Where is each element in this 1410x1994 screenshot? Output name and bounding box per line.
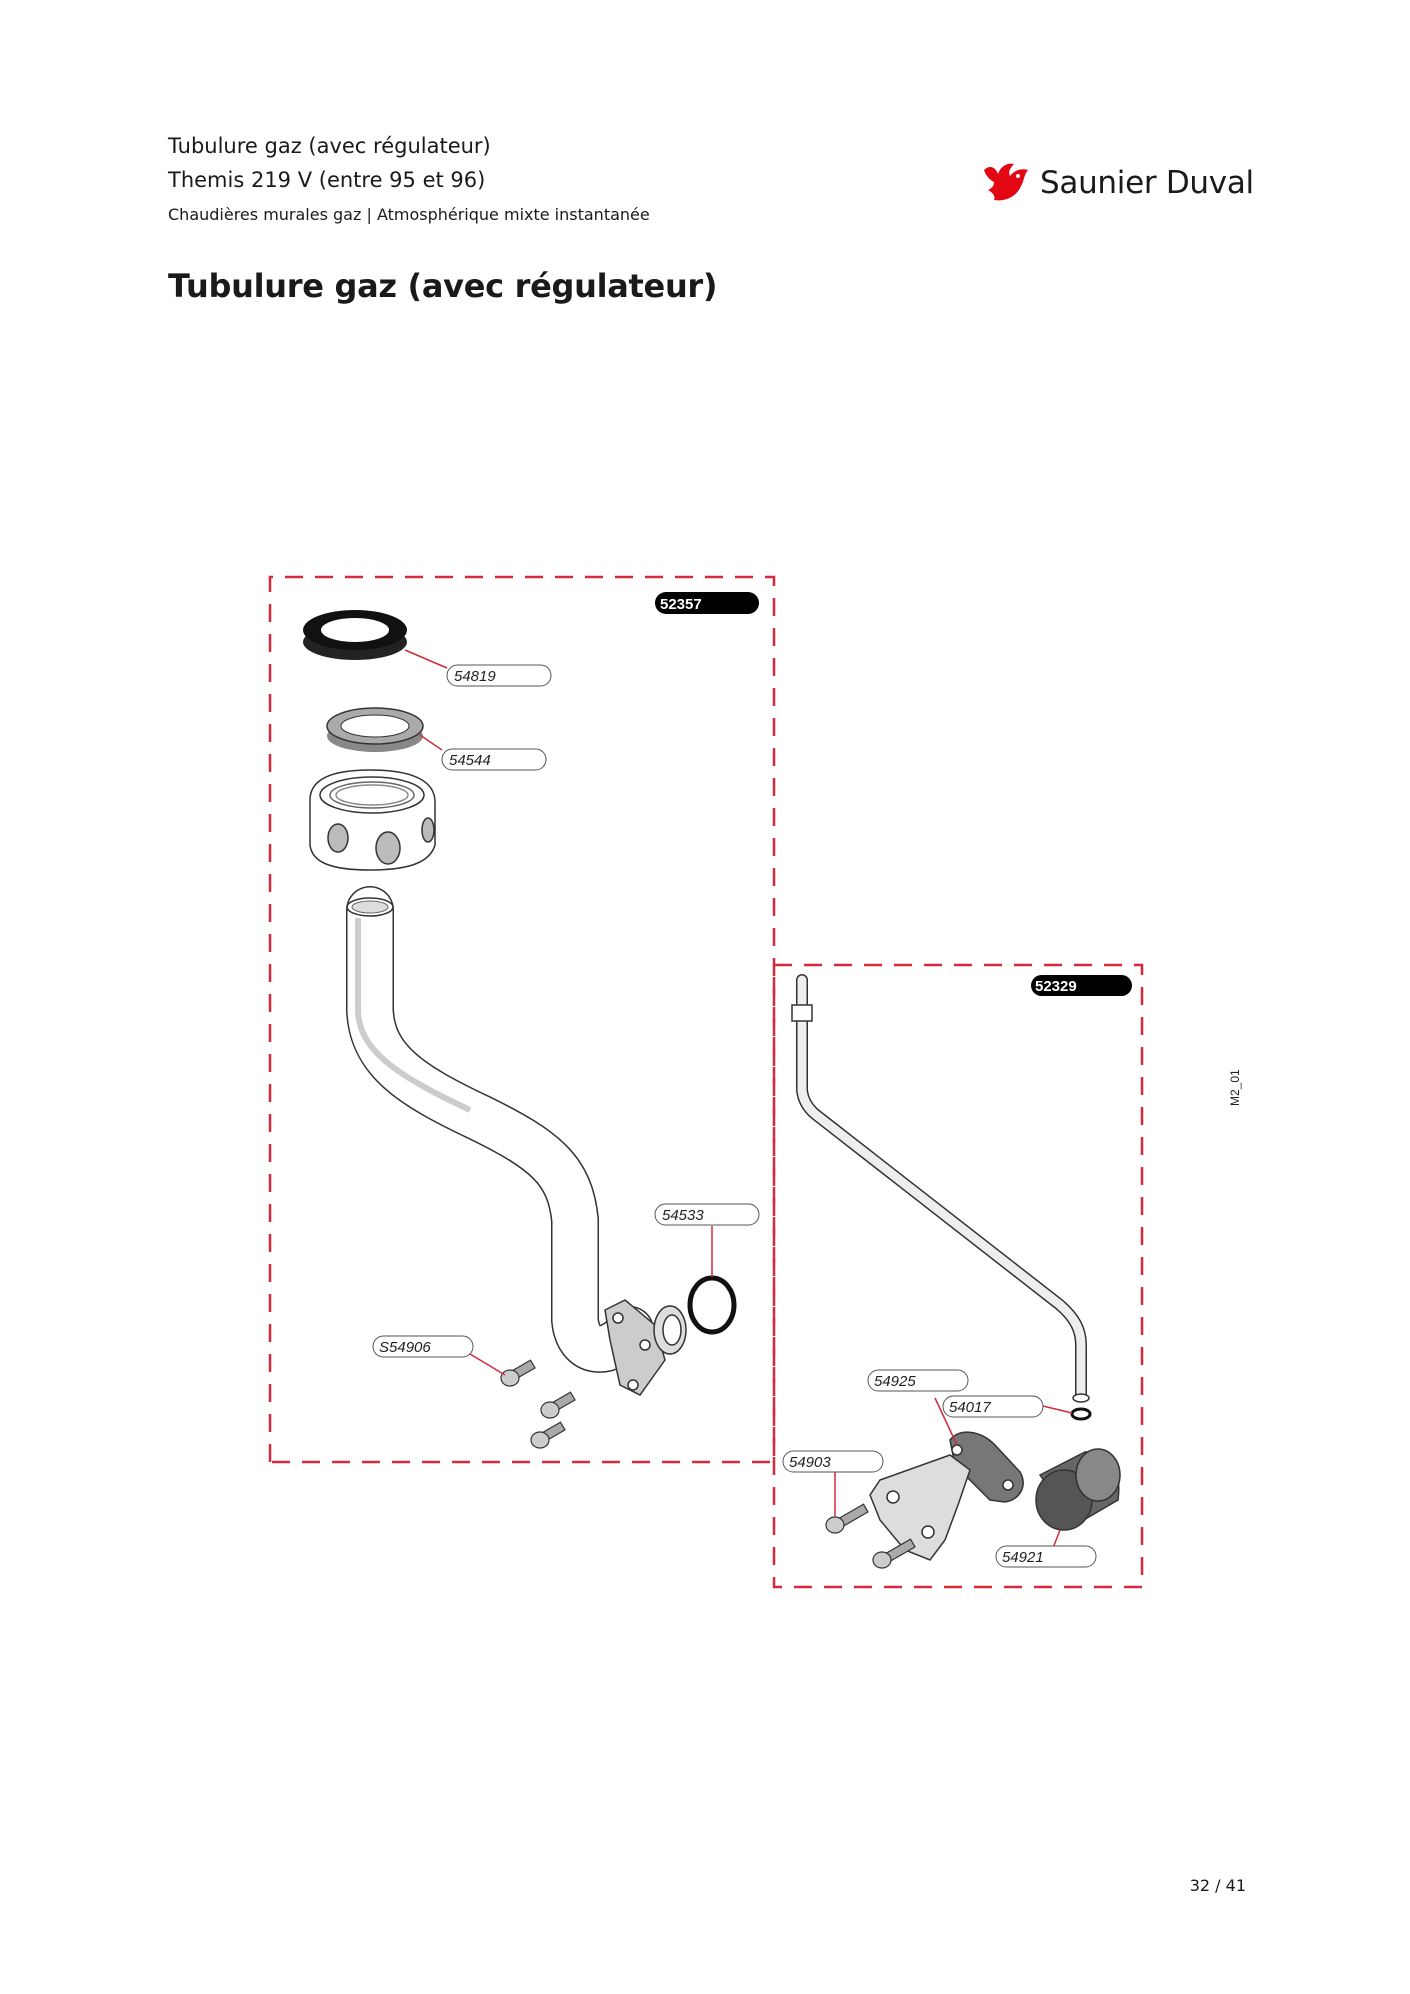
kit-52329-boundary [772,963,1144,1589]
svg-text:54017: 54017 [949,1399,991,1416]
page-title: Tubulure gaz (avec régulateur) [168,267,718,305]
part-label-54533: 54533 [654,1203,760,1226]
bird-icon [984,163,1028,201]
header-category: Chaudières murales gaz | Atmosphérique m… [168,205,650,224]
part-label-54903: 54903 [782,1450,884,1473]
svg-text:S54906: S54906 [379,1339,431,1356]
header-section-title: Tubulure gaz (avec régulateur) [168,134,491,158]
gasket-ring-54544 [326,707,424,752]
part-label-54921: 54921 [995,1545,1097,1568]
screw-54903 [825,1503,916,1569]
svg-text:54925: 54925 [874,1373,916,1390]
screw-s54906 [500,1359,576,1449]
page-number: 32 / 41 [1189,1876,1246,1895]
svg-text:54819: 54819 [454,668,496,685]
brand-logo: Saunier Duval [980,158,1254,208]
part-label-s54906: S54906 [372,1335,474,1358]
gas-pipe [346,886,654,1373]
svg-text:52329: 52329 [1035,978,1077,995]
gasket-ring-54819 [303,610,407,660]
pilot-tube [791,974,1090,1403]
svg-text:54544: 54544 [449,752,491,769]
cylinder-cap-54921 [1035,1448,1121,1531]
brand-name: Saunier Duval [1040,165,1254,201]
svg-text:54903: 54903 [789,1454,831,1471]
part-label-54544: 54544 [441,748,547,771]
union-nut [309,769,436,871]
svg-text:54533: 54533 [662,1207,704,1224]
part-label-54925: 54925 [867,1369,969,1392]
header-product-name: Themis 219 V (entre 95 et 96) [168,168,486,192]
part-label-54819: 54819 [446,664,552,687]
o-ring-54017 [1070,1407,1092,1421]
kit-tag-52329: 52329 [1031,975,1132,996]
part-label-54017: 54017 [942,1395,1044,1418]
kit-tag-52357: 52357 [655,592,759,614]
svg-text:54921: 54921 [1002,1549,1044,1566]
pipe-flange [604,1299,687,1396]
svg-text:52357: 52357 [660,596,702,613]
kit-52357-boundary [268,575,776,1464]
o-ring-54533 [687,1275,737,1335]
diagram-code: M2_01 [1228,1069,1242,1106]
mounting-bracket [869,1454,971,1561]
